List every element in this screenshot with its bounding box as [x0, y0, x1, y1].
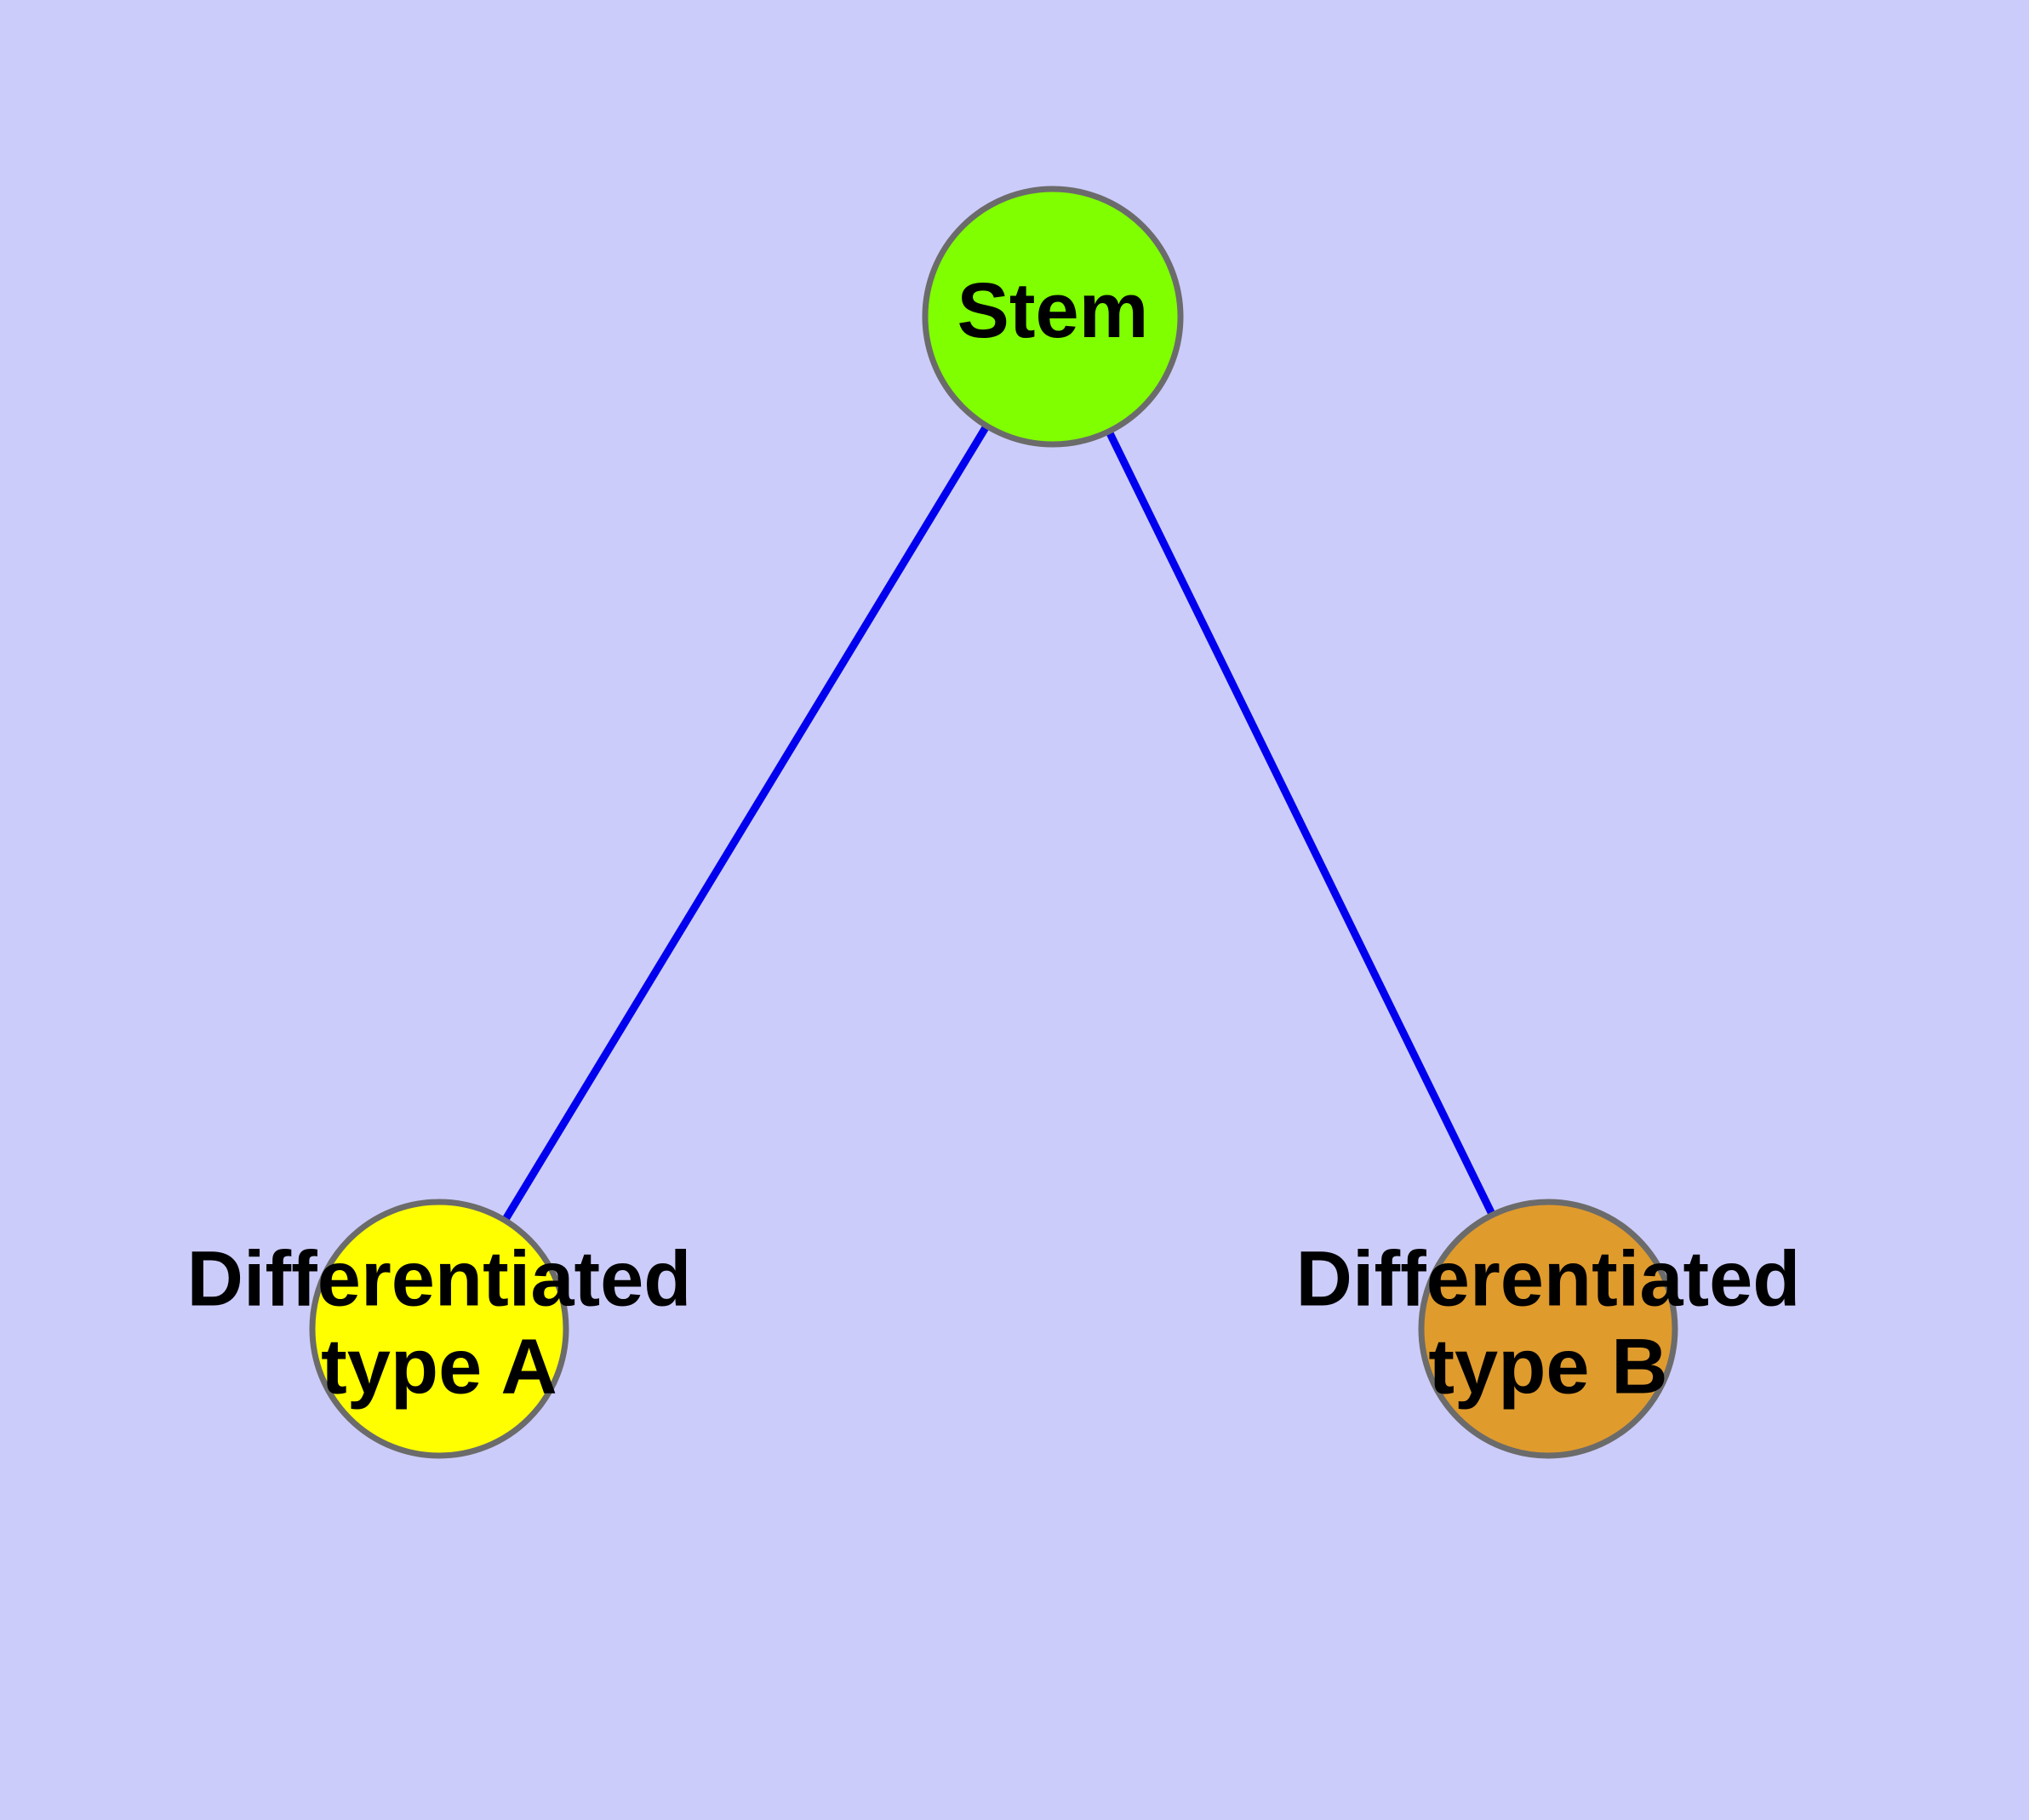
graph-node-diff_a[interactable]	[309, 1199, 569, 1459]
node-label-line: type B	[1428, 1324, 1667, 1411]
node-label-line: type A	[321, 1324, 557, 1411]
nodes-layer	[309, 186, 1678, 1459]
graph-node-diff_b[interactable]	[1418, 1199, 1678, 1459]
graph-edge[interactable]	[500, 422, 992, 1224]
node-label-line: Differentiated	[1296, 1236, 1801, 1323]
graph-node-stem[interactable]	[922, 186, 1184, 448]
graph-edge[interactable]	[1105, 427, 1497, 1218]
node-label-line: Stem	[957, 267, 1149, 354]
edges-layer	[500, 422, 1497, 1224]
node-label-line: Differentiated	[187, 1236, 692, 1323]
node-label-stem: Stem	[957, 267, 1149, 354]
